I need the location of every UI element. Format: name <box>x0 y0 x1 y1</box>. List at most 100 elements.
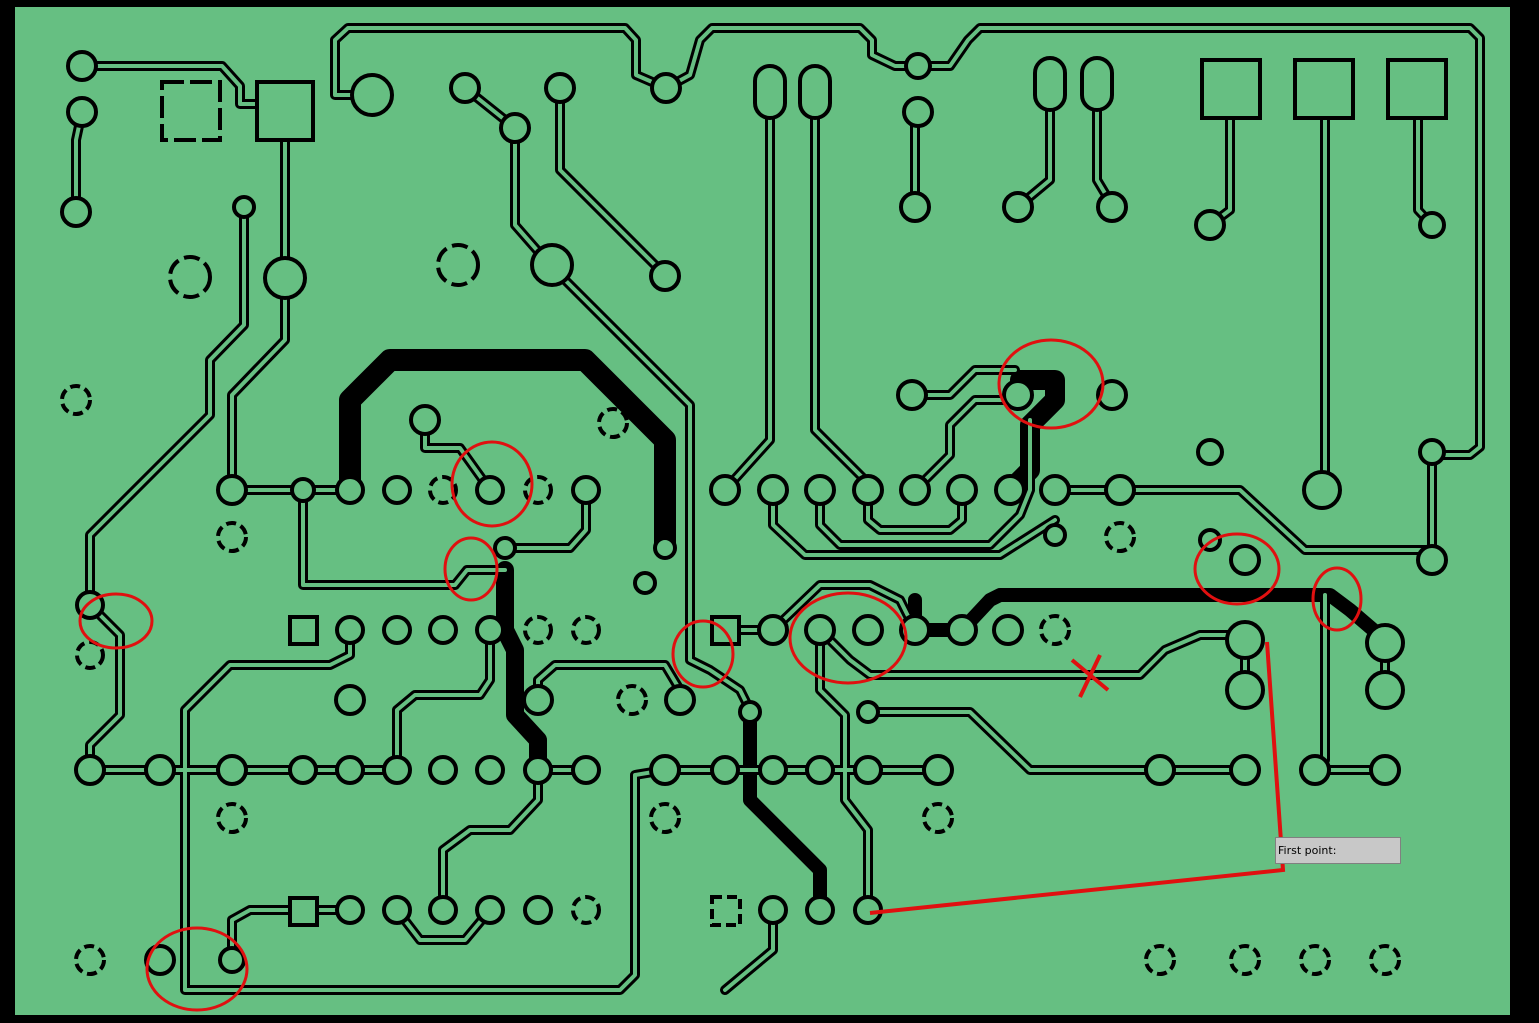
trace-inner <box>818 418 1032 547</box>
pad <box>946 614 978 646</box>
tooltip-label: First point: <box>1278 844 1337 857</box>
pad <box>499 112 531 144</box>
pad <box>335 895 365 925</box>
pad <box>1418 438 1446 466</box>
trace-layer <box>71 23 1485 995</box>
pad <box>1302 470 1342 510</box>
pad <box>1299 754 1331 786</box>
pad <box>633 571 657 595</box>
pad <box>144 754 176 786</box>
pad <box>1225 620 1265 660</box>
pad <box>738 700 762 724</box>
pad <box>216 521 248 553</box>
pad <box>922 754 954 786</box>
pad <box>523 755 553 785</box>
pad <box>493 536 517 560</box>
pad <box>994 474 1026 506</box>
pad <box>66 96 98 128</box>
trace-inner <box>503 488 588 550</box>
pad <box>649 754 681 786</box>
oval-pad <box>1080 56 1114 112</box>
pad <box>649 802 681 834</box>
square-pad <box>1386 58 1448 120</box>
trace-inner <box>395 628 492 772</box>
pad <box>475 615 505 645</box>
square-pad <box>160 80 222 142</box>
pad <box>1369 944 1401 976</box>
pad <box>1002 379 1034 411</box>
pad <box>709 474 741 506</box>
pad <box>899 474 931 506</box>
pad <box>1096 379 1128 411</box>
pad <box>288 755 318 785</box>
highlight-circle <box>1193 532 1281 606</box>
pad <box>1194 209 1226 241</box>
pad <box>74 944 106 976</box>
pad <box>1229 754 1261 786</box>
trace-inner <box>818 638 870 912</box>
pad <box>805 755 835 785</box>
pad <box>1039 614 1071 646</box>
pad <box>350 73 394 117</box>
pad <box>436 243 480 287</box>
highlight-circle <box>443 536 499 602</box>
pad <box>1418 211 1446 239</box>
pad <box>571 755 601 785</box>
pad <box>1144 754 1176 786</box>
pad <box>804 474 836 506</box>
oval-pad <box>753 64 787 120</box>
pad <box>335 755 365 785</box>
pad <box>758 895 788 925</box>
pad <box>1369 754 1401 786</box>
pad <box>475 895 505 925</box>
highlight-circle <box>788 591 908 685</box>
pad <box>530 243 574 287</box>
measure-line <box>869 641 1286 915</box>
pad <box>1043 523 1067 547</box>
oval-pad <box>798 64 832 120</box>
pad <box>522 684 554 716</box>
pad <box>232 195 256 219</box>
pad <box>896 379 928 411</box>
pad <box>523 615 553 645</box>
pad <box>616 684 648 716</box>
pad <box>804 614 836 646</box>
trace-inner <box>1053 458 1434 552</box>
pad <box>544 72 576 104</box>
highlight-circle <box>145 926 249 1012</box>
pad <box>853 895 883 925</box>
pad <box>653 536 677 560</box>
pad <box>382 475 412 505</box>
trace-inner <box>463 86 552 267</box>
pad <box>902 96 934 128</box>
measurement-tooltip: First point: <box>1275 837 1401 864</box>
trace-inner <box>866 488 964 532</box>
annotation-layer <box>78 338 1363 1012</box>
pad <box>992 614 1024 646</box>
pad <box>60 196 92 228</box>
pad <box>650 72 682 104</box>
pad <box>856 700 880 724</box>
pad <box>428 475 458 505</box>
pad <box>1225 670 1265 710</box>
trace-inner <box>913 398 1007 492</box>
oval-pad <box>1033 56 1067 112</box>
pad <box>1365 670 1405 710</box>
trace-inner <box>866 710 1247 772</box>
pad <box>335 615 365 645</box>
pad <box>428 615 458 645</box>
trace-inner <box>558 86 667 277</box>
trace-inner <box>441 768 540 912</box>
square-pad <box>1293 58 1355 120</box>
pad <box>144 944 176 976</box>
trace-inner <box>548 263 752 712</box>
pad <box>66 50 98 82</box>
pad <box>382 615 412 645</box>
pad <box>899 614 931 646</box>
pad <box>334 684 366 716</box>
pad <box>946 474 978 506</box>
pad <box>168 255 212 299</box>
pad <box>1002 191 1034 223</box>
pad <box>449 72 481 104</box>
